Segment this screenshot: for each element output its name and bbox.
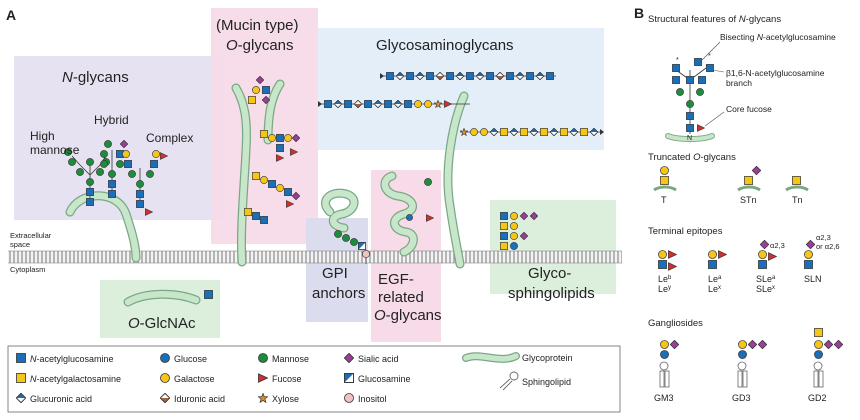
legend-ino-label: Inositol [358,394,387,404]
legend: N-acetylglucosamine N-acetylgalactosamin… [7,345,621,413]
truncated-stn: STn [740,195,757,205]
legend-fuc-label: Fucose [272,374,302,384]
legend-man-symbol [258,353,268,363]
gag-chain-1 [386,72,554,80]
gd2-label: GD2 [808,393,827,403]
alpha23-label-2: α2,3 [816,233,831,242]
slea-label: SLea [756,274,776,284]
panel-b-label: B [634,5,644,21]
legend-gal-label: Galactose [174,374,215,384]
terminal-structures [658,240,815,271]
legend-ino-symbol [344,393,354,403]
mucin-title: (Mucin type) [216,17,299,34]
gd3-label: GD3 [732,393,751,403]
legend-glcnac-label: N-acetylglucosamine [30,354,114,364]
alpha26-label: or α2,6 [816,242,840,251]
sln-label: SLN [804,274,822,284]
legend-glycoprotein-symbol [462,352,520,363]
alpha23-label: α2,3 [770,241,785,250]
legend-gp-label: Glycoprotein [522,353,573,363]
cell-membrane [8,250,622,264]
legend-sl-label: Sphingolipid [522,377,571,387]
legend-glcnac-symbol [16,353,26,363]
lex-label: Lex [708,284,721,294]
gsl-title-2: sphingolipids [508,285,595,302]
complex-label: Complex [146,131,193,145]
branch-label: β1,6-N-acetylglucosamine [726,68,825,78]
oglcnac-residue [204,290,213,299]
gpi-title: GPI [322,265,348,282]
gpi-anchor-structure [334,230,370,264]
mucin-title-2: O-glycans [226,37,294,54]
extracellular-label-2: space [10,240,30,249]
egf-title: EGF- [378,271,414,288]
n-glycans-bg [14,56,224,220]
ley-label: Ley [658,284,671,294]
gsl-title: Glyco- [528,265,571,282]
gm3-label: GM3 [654,393,674,403]
panel-a-label: A [6,7,16,23]
legend-glca-label: Glucuronic acid [30,394,92,404]
core-fucose-label: Core fucose [726,104,772,114]
legend-xyl-label: Xylose [272,394,299,404]
gpi-title-2: anchors [312,285,365,302]
legend-gal-symbol [160,373,170,383]
truncated-title: Truncated O-glycans [648,152,736,163]
truncated-t: T [661,195,667,205]
oglcnac-title: O-GlcNAc [128,315,196,332]
ganglioside-structures [659,328,843,388]
egf-title-3: O-glycans [374,307,442,324]
extracellular-label: Extracellular [10,231,52,240]
egf-title-2: related [378,289,424,306]
asterisk-mark: * [676,57,679,64]
structural-n-glycan [672,58,714,134]
slex-label: SLex [756,284,775,294]
n-glycans-title: N-glycans [62,69,129,86]
legend-galnac-symbol [16,373,26,383]
truncated-tn: Tn [792,195,803,205]
cytoplasm-label: Cytoplasm [10,265,45,274]
gag-chains [318,72,604,136]
high-mannose-label-2: mannose [30,143,80,157]
oglcnac-bg [100,280,220,338]
legend-glcn-symbol [344,373,354,383]
gag-bg [318,28,604,150]
truncated-structures [653,166,809,192]
gangliosides-title: Gangliosides [648,318,703,329]
legend-man-label: Mannose [272,354,309,364]
lea-label: Lea [708,274,722,284]
n-residue-label: N [687,135,692,142]
legend-glcn-label: Glucosamine [358,374,411,384]
leb-label: Leb [658,274,672,284]
legend-idoa-label: Iduronic acid [174,394,225,404]
hybrid-label: Hybrid [94,113,129,127]
glycoprotein-chains [65,79,469,307]
legend-sphingolipid-symbol [499,371,519,391]
gag-title: Glycosaminoglycans [376,37,514,54]
asterisk-mark-2: * [708,53,711,60]
legend-glc-symbol [160,353,170,363]
terminal-title: Terminal epitopes [648,226,723,237]
branch-label-2: branch [726,78,752,88]
high-mannose-label: High [30,129,55,143]
n-glycan-structures [64,140,168,216]
legend-galnac-label: N-acetylgalactosamine [30,374,121,384]
legend-sia-label: Sialic acid [358,354,399,364]
structural-title: Structural features of N-glycans [648,14,781,25]
legend-glc-label: Glucose [174,354,207,364]
bisecting-label: Bisecting N-acetylglucosamine [720,32,836,42]
